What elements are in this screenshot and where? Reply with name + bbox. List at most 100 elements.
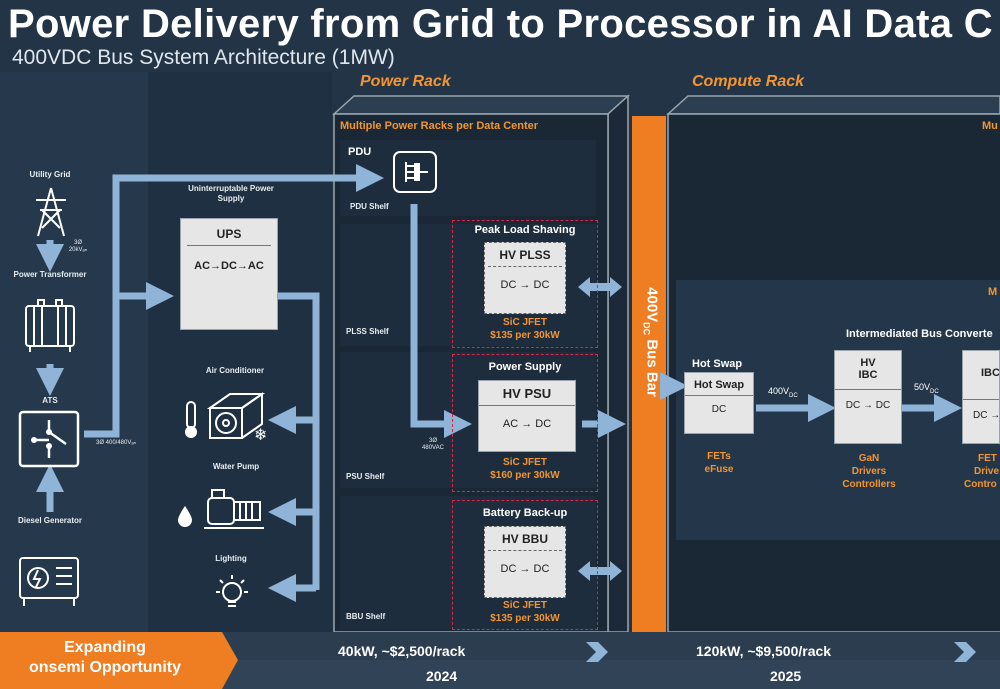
psu-box: HV PSU AC → DC [478,380,576,452]
psu-module: Power Supply [452,354,598,492]
svg-text:❄: ❄ [254,425,267,444]
v50-sub: DC [930,388,939,395]
hot-swap-body: DC [711,404,727,415]
hot-swap-efuse: eFuse [704,464,734,475]
fets-cut-label: FET [978,453,997,464]
pdu-shelf-label: PDU Shelf [350,202,389,211]
page-subtitle: 400VDC Bus System Architecture (1MW) [12,46,395,69]
thermometer-icon [185,401,197,438]
ups-divider [187,245,271,246]
compute-rack-label: Compute Rack [692,73,805,90]
hot-swap-name: Hot Swap [693,379,745,391]
psu-shelf-label: PSU Shelf [346,472,385,481]
ats-switch-icon [18,410,80,468]
ibc-cut-name: IBC [981,367,1000,379]
psu-body: AC → DC [502,418,552,430]
plss-shelf-label: PLSS Shelf [346,327,389,336]
compute-cut-label: Mu [982,120,998,132]
ups-title: UPS [216,227,242,241]
transformer-icon [25,299,75,352]
timeline-2024-year: 2024 [426,668,458,684]
v50-label: 50VDC [914,382,939,395]
hv-ibc-line2: IBC [858,369,878,381]
plss-module: Peak Load Shaving [452,220,598,348]
chevron-right-icon [586,642,608,662]
air-conditioner-icon: ❄ [206,392,267,444]
expanding-banner [0,632,238,689]
v400-label: 400VDC [768,386,798,399]
timeline-2025-year: 2025 [770,668,802,684]
v400-value: 400V [768,386,790,396]
hot-swap-fets: FETs [707,451,731,462]
lighting-label: Lighting [215,554,247,563]
three-phase-400-label: 3Ø 400/480Vₐₙ [96,440,136,446]
hot-swap-divider [685,395,753,396]
drivers-label: Drivers [851,466,887,477]
air-conditioner-label: Air Conditioner [205,366,265,375]
hot-swap-title: Hot Swap [692,358,743,370]
v400-sub: DC [789,392,798,399]
bbu-title: Battery Back-up [482,507,568,519]
drivers-cut-label: Drive [974,466,1000,477]
ibc-cut-box: IBC DC → [962,350,1000,444]
bottom-bar-band [222,660,1000,689]
hv-ibc-divider [835,389,901,390]
light-bulb-icon [216,575,248,607]
generator-icon [19,557,79,606]
controllers-cut-label: Contro [964,479,997,490]
gan-label: GaN [858,453,880,464]
page-title: Power Delivery from Grid to Processor in… [8,2,993,46]
bbu-box: HV BBU DC → DC [484,526,566,598]
water-drop-icon [178,506,192,527]
hv-ibc-box: HV IBC DC → DC [834,350,902,444]
timeline-2024-value: 40kW, ~$2,500/rack [338,643,466,659]
psu-tech: SiC JFET [503,457,547,468]
plss-box: HV PLSS DC → DC [484,242,566,314]
diesel-generator-label: Diesel Generator [17,516,83,525]
bbu-price: $135 per 30kW [490,613,560,624]
bbu-shelf-label: BBU Shelf [346,612,386,621]
ibc-section-title: Intermediated Bus Converte [846,328,993,340]
ups-box: UPS AC→DC→AC [180,218,278,330]
ats-label: ATS [42,396,58,405]
ibc-section-cut: M [988,286,998,298]
chevron-right-icon-2 [954,642,976,662]
ibc-cut-body: DC → [973,410,1000,421]
v50-value: 50V [914,382,931,392]
pdu-label: PDU [348,146,372,158]
power-transformer-label: Power Transformer [13,270,87,279]
three-phase-20kv-label: 3Ø 20kVₐₙ [68,240,88,253]
ups-body: AC→DC→AC [194,260,264,272]
psu-price: $160 per 30kW [490,470,560,481]
psu-divider [479,405,575,406]
hv-ibc-body: DC → DC [845,400,891,411]
ibc-cut-divider [963,399,999,400]
plss-tech: SiC JFET [503,317,547,328]
bbu-module: Battery Back-up [452,500,598,630]
water-pump-label: Water Pump [212,462,260,471]
controllers-label: Controllers [842,479,896,490]
expanding-line1: Expanding [64,639,146,656]
power-rack-label: Power Rack [360,73,451,90]
bbu-body: DC → DC [500,563,550,575]
bbu-divider [488,550,562,551]
psu-name: HV PSU [502,386,552,401]
timeline-2025-value: 120kW, ~$9,500/rack [696,643,832,659]
psu-title: Power Supply [488,361,562,373]
hot-swap-box: Hot Swap DC [684,372,754,434]
bbu-name: HV BBU [501,532,548,546]
plss-title: Peak Load Shaving [474,224,576,236]
transmission-tower-icon [36,187,66,237]
facility-panel-bg [148,72,332,632]
left-panel-bg [0,72,148,632]
hv-ibc-line1: HV [860,357,876,369]
utility-grid-label: Utility Grid [29,170,71,179]
water-pump-icon [204,489,264,529]
expanding-line2: onsemi Opportunity [29,659,181,676]
bbu-tech: SiC JFET [503,600,547,611]
multiple-power-racks-label: Multiple Power Racks per Data Center [340,120,539,132]
plss-body: DC → DC [500,279,550,291]
pdu-icon [393,151,437,193]
ups-caption: Uninterruptable Power Supply [188,184,274,203]
plss-name: HV PLSS [499,248,551,262]
